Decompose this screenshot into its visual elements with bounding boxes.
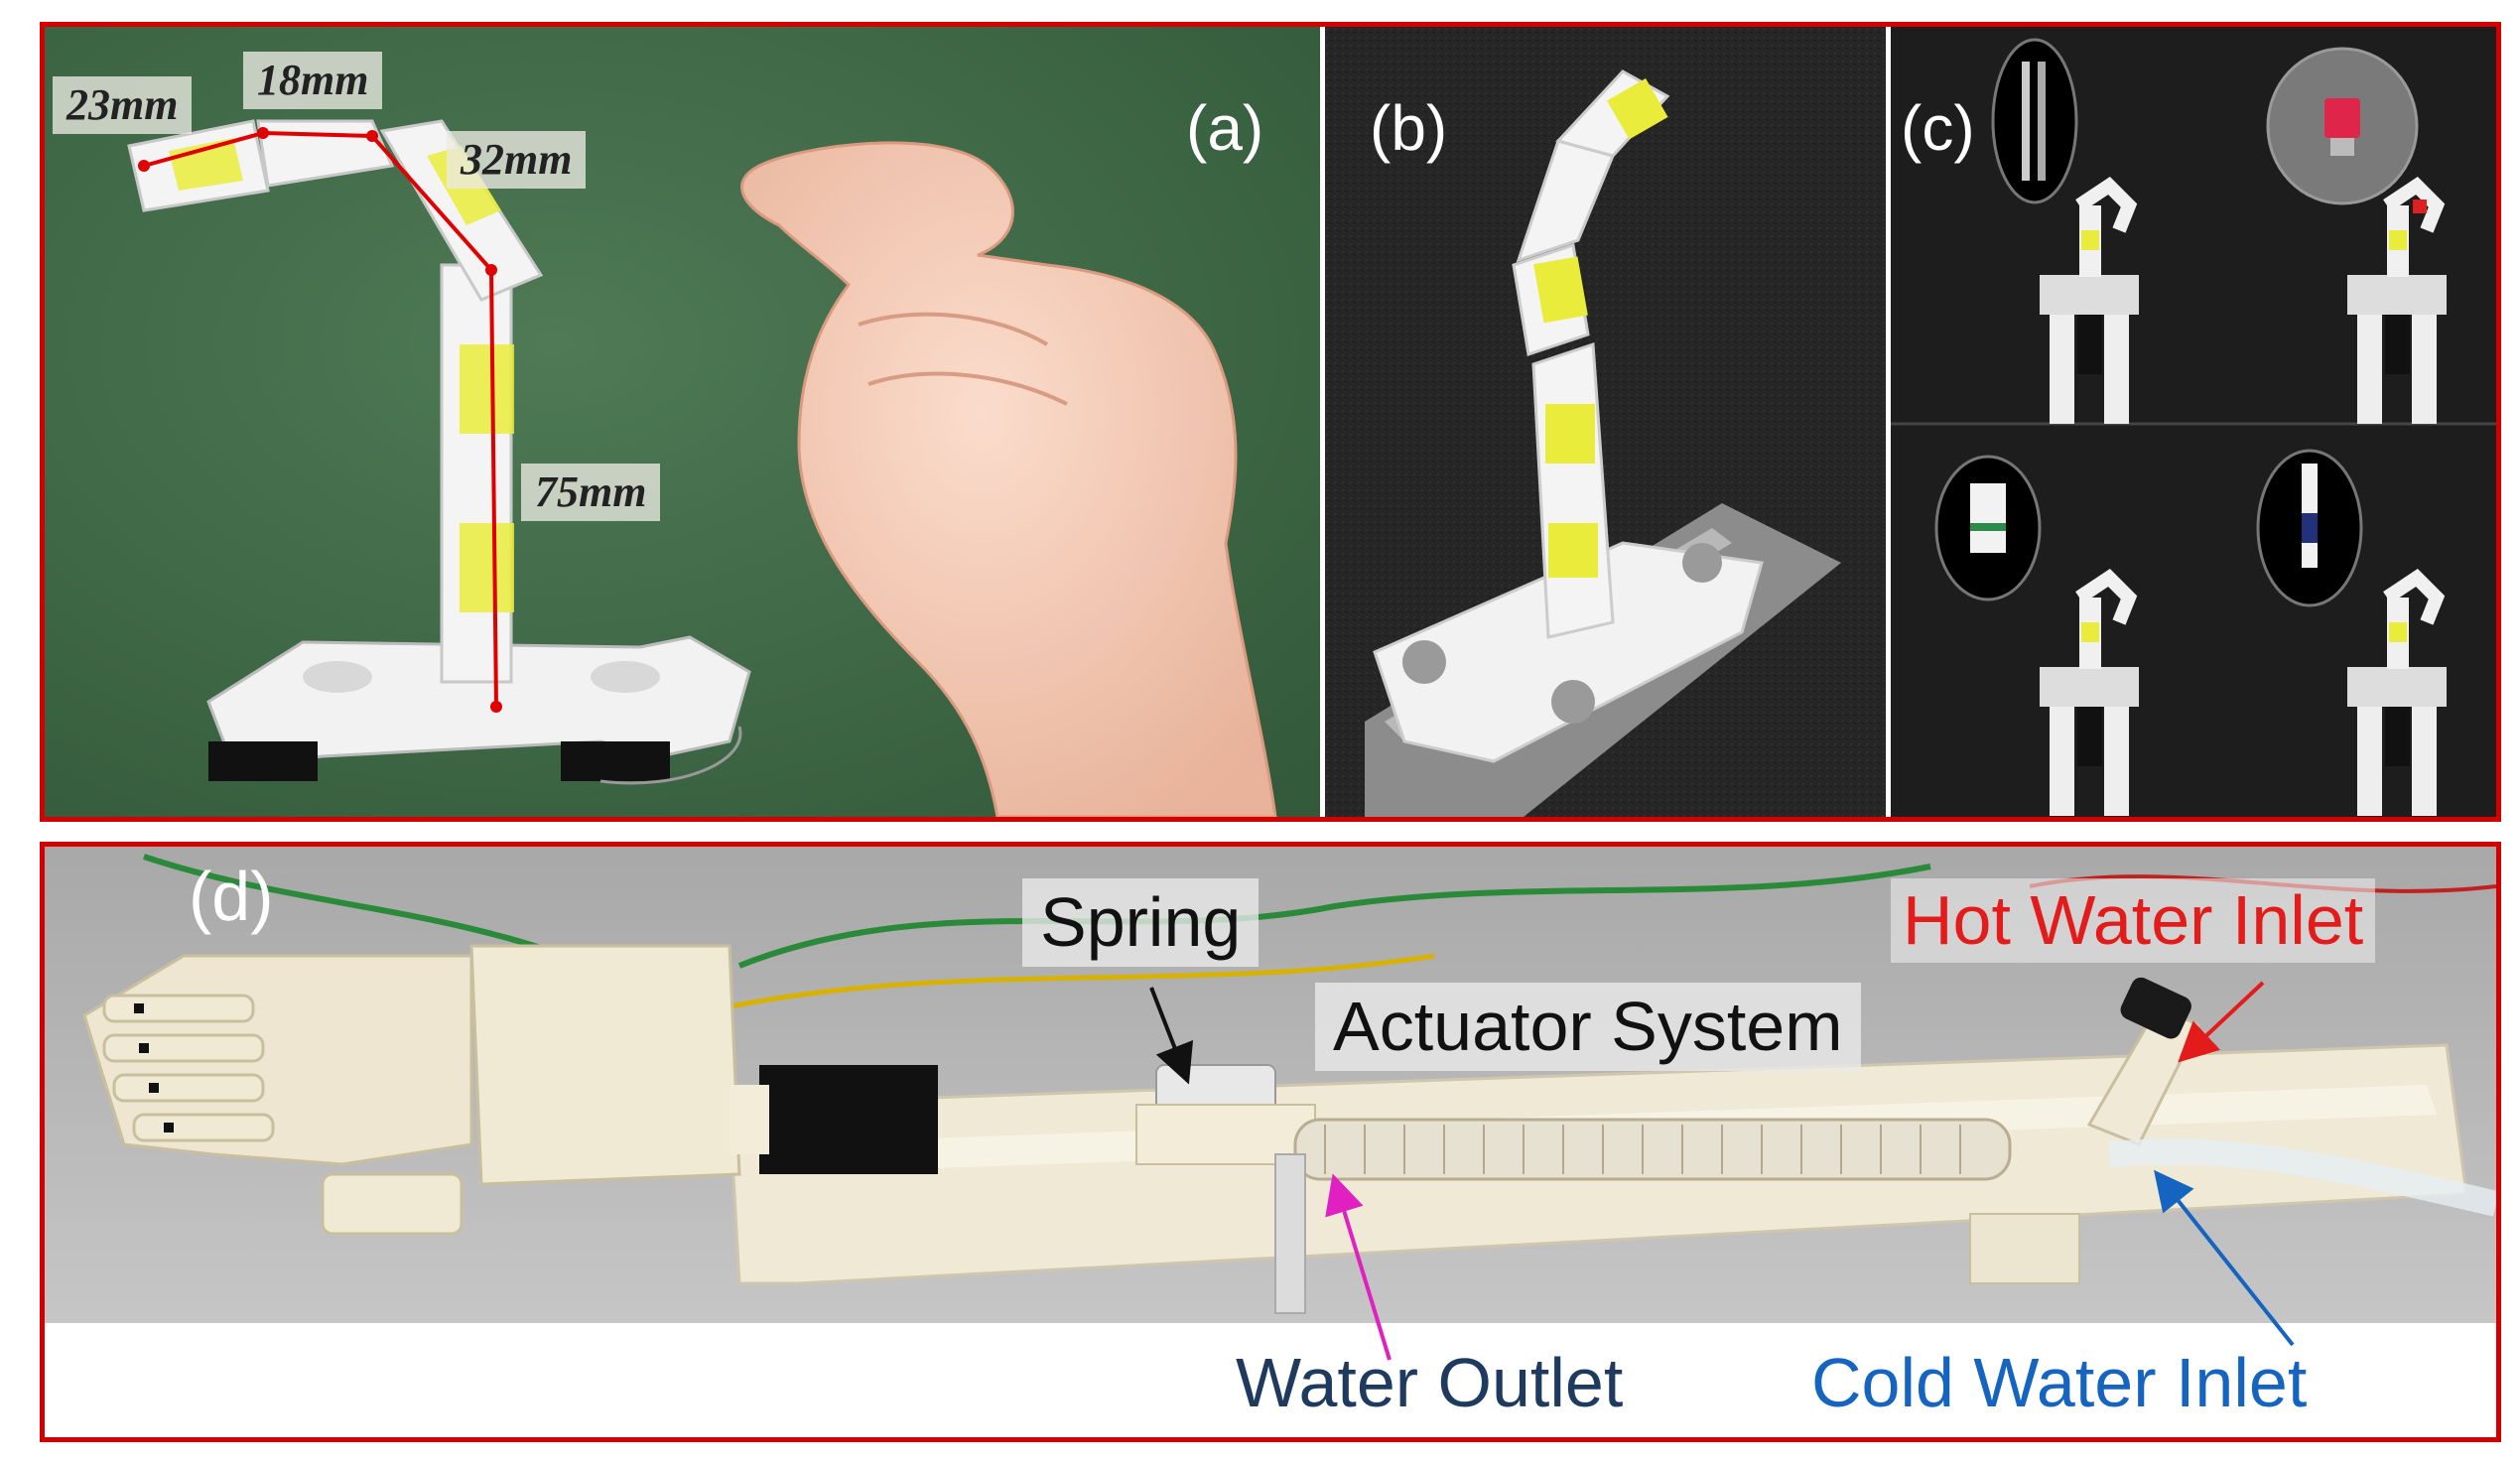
dimension-23mm: 23mm bbox=[53, 76, 193, 135]
dimension-75mm: 75mm bbox=[521, 464, 661, 522]
water-outlet-label: Water Outlet bbox=[1236, 1344, 1624, 1421]
finger-on-rail-illustration bbox=[1325, 27, 1886, 817]
panel-a-photo: (a) 23mm 18mm 32mm 75mm bbox=[45, 27, 1320, 817]
bottom-figure-frame bbox=[40, 842, 2501, 1442]
grasp-demos-illustration bbox=[1891, 27, 2496, 817]
panel-b-label: (b) bbox=[1370, 92, 1448, 164]
finger-and-hand-illustration bbox=[45, 27, 1320, 817]
hot-water-inlet-label: Hot Water Inlet bbox=[1891, 878, 2376, 963]
panel-c-photo: (c) bbox=[1891, 27, 2496, 817]
panel-c-label: (c) bbox=[1901, 92, 1975, 164]
top-figure-frame bbox=[40, 22, 2501, 822]
cold-water-inlet-label: Cold Water Inlet bbox=[1811, 1344, 2308, 1421]
panel-b-photo: (b) bbox=[1325, 27, 1886, 817]
dimension-32mm: 32mm bbox=[447, 131, 587, 190]
dimension-18mm: 18mm bbox=[243, 52, 383, 110]
spring-callout: Spring bbox=[1022, 878, 1260, 967]
panel-a-label: (a) bbox=[1186, 92, 1264, 164]
panel-d-label: (d) bbox=[189, 858, 274, 935]
actuator-system-callout: Actuator System bbox=[1315, 983, 1861, 1071]
